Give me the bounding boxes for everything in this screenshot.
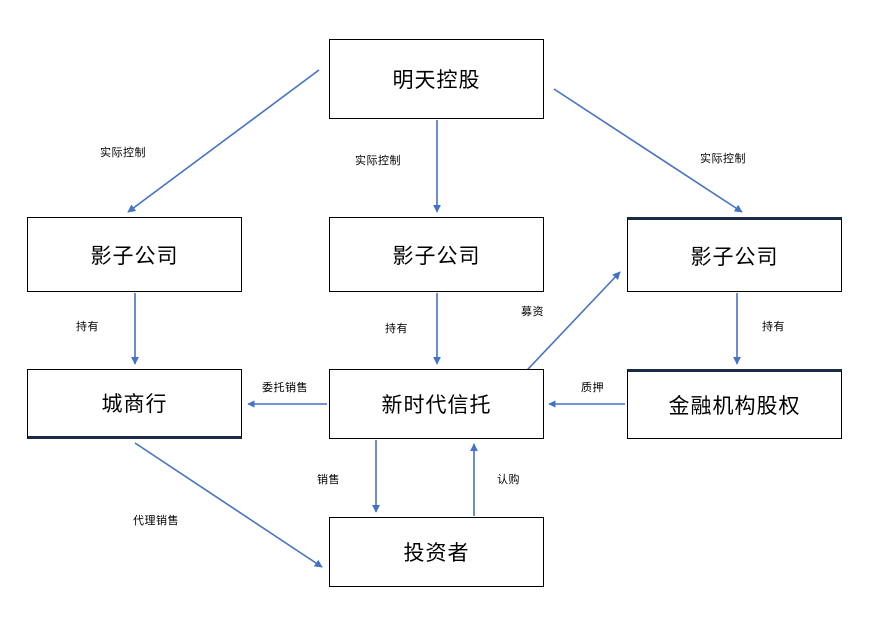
edge-label-actual-control-center: 实际控制 [355, 155, 401, 167]
node-new-era-trust[interactable]: 新时代信托 [329, 369, 544, 439]
node-investors[interactable]: 投资者 [329, 517, 544, 587]
edge-line-e3 [553, 88, 743, 213]
node-label: 金融机构股权 [668, 394, 801, 418]
node-label: 明天控股 [392, 68, 481, 92]
node-financial-institution-equity[interactable]: 金融机构股权 [627, 369, 842, 439]
node-mingtian-holding[interactable]: 明天控股 [329, 39, 544, 119]
edge-label-hold-left: 持有 [76, 321, 99, 333]
node-shadow-company-center[interactable]: 影子公司 [329, 217, 544, 292]
edge-label-hold-right: 持有 [762, 321, 785, 333]
node-label: 影子公司 [392, 243, 481, 268]
edge-label-subscription: 认购 [497, 474, 520, 486]
node-city-commercial-bank[interactable]: 城商行 [27, 369, 242, 439]
edge-line-e1 [127, 69, 320, 213]
node-label: 影子公司 [690, 244, 779, 269]
edge-label-agency-sales: 代理销售 [133, 515, 179, 527]
node-label: 投资者 [403, 541, 470, 565]
edge-line-e9 [511, 271, 621, 387]
node-shadow-company-right[interactable]: 影子公司 [627, 217, 842, 292]
edge-line-e12 [134, 442, 323, 568]
edge-label-actual-control-right: 实际控制 [700, 153, 746, 165]
edge-label-fundraising: 募资 [521, 306, 544, 318]
node-label: 影子公司 [90, 243, 179, 268]
edge-label-sales: 销售 [317, 474, 340, 486]
node-shadow-company-left[interactable]: 影子公司 [27, 217, 242, 292]
edge-label-actual-control-left: 实际控制 [100, 147, 146, 159]
edge-label-hold-center: 持有 [385, 323, 408, 335]
node-label: 新时代信托 [381, 393, 492, 417]
edge-label-pledge: 质押 [581, 382, 604, 394]
node-label: 城商行 [101, 392, 168, 416]
edge-label-entrusted-sales: 委托销售 [262, 382, 308, 394]
